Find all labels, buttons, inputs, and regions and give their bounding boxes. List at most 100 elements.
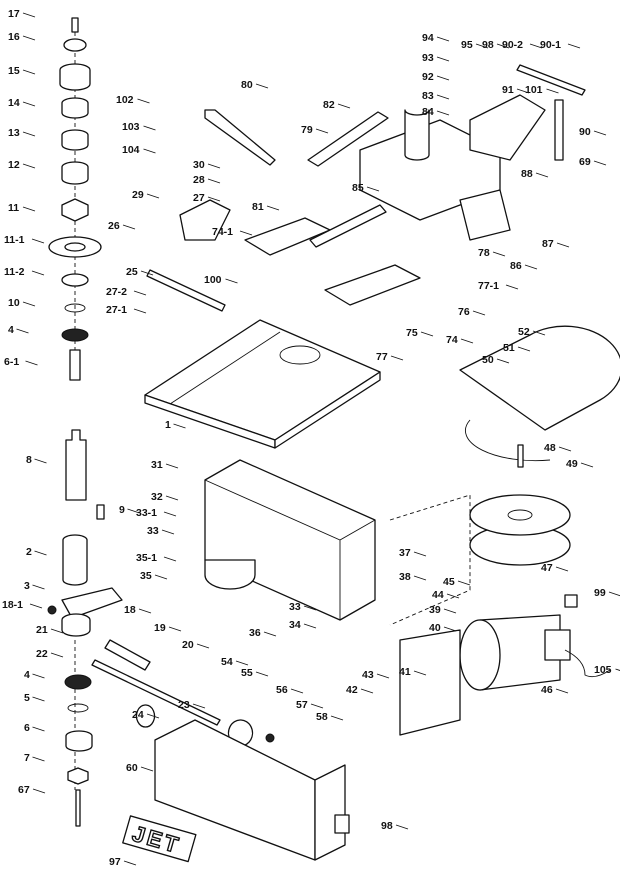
part-99-label <box>564 594 578 608</box>
leader-line <box>303 623 317 629</box>
part-label: 31 <box>151 459 163 471</box>
part-label: 41 <box>399 666 411 678</box>
leader-line <box>395 824 409 830</box>
part-label: 56 <box>276 684 288 696</box>
part-label: 22 <box>36 648 48 660</box>
part-label: 10 <box>8 297 20 309</box>
leader-line <box>436 36 450 42</box>
part-7-nut <box>67 767 89 785</box>
part-label: 76 <box>458 306 470 318</box>
leader-line <box>168 626 182 632</box>
part-31-base <box>204 459 376 621</box>
leader-line <box>173 423 186 429</box>
leader-line <box>496 358 510 364</box>
leader-line <box>420 331 434 337</box>
leader-line <box>263 631 277 637</box>
part-label: 24 <box>132 709 144 721</box>
part-label: 15 <box>8 65 20 77</box>
leader-line <box>516 88 530 94</box>
leader-line <box>532 330 546 336</box>
part-90-post <box>554 99 564 161</box>
part-18-gear-shaft <box>104 639 151 671</box>
leader-line <box>255 671 269 677</box>
part-label: 77-1 <box>478 280 499 292</box>
part-26-housing <box>179 199 231 241</box>
part-label: 38 <box>399 571 411 583</box>
leader-line <box>390 355 404 361</box>
part-label: 11-2 <box>4 266 25 278</box>
part-6-cap <box>65 730 93 752</box>
leader-line <box>154 574 168 580</box>
leader-line <box>207 196 221 202</box>
part-label: 32 <box>151 491 163 503</box>
part-label: 79 <box>301 124 313 136</box>
leader-line <box>555 566 569 572</box>
part-23-gear <box>135 704 156 728</box>
leader-line <box>22 35 36 41</box>
leader-line <box>529 43 543 49</box>
leader-line <box>25 360 38 366</box>
part-label: 75 <box>406 327 418 339</box>
leader-line <box>22 101 36 107</box>
leader-line <box>446 593 460 599</box>
leader-line <box>22 206 36 212</box>
part-label: 11-1 <box>4 234 25 246</box>
part-label: 51 <box>503 342 515 354</box>
part-1-table-top <box>144 319 381 441</box>
leader-line <box>143 125 156 131</box>
part-label: 13 <box>8 127 20 139</box>
leader-line <box>496 43 510 49</box>
part-label: 7 <box>24 752 30 764</box>
part-label: 43 <box>362 669 374 681</box>
motor-junction-box <box>544 629 571 661</box>
part-label: 23 <box>178 699 190 711</box>
part-label: 103 <box>122 121 140 133</box>
part-label: 84 <box>422 106 434 118</box>
part-11-nut <box>61 198 89 222</box>
part-48-key <box>517 444 524 468</box>
guide-assembly <box>146 64 586 312</box>
leader-line <box>163 556 177 562</box>
part-17-screw <box>71 17 79 33</box>
part-label: 37 <box>399 547 411 559</box>
leader-line <box>32 673 45 679</box>
part-label: 54 <box>221 656 233 668</box>
part-label: 1 <box>165 419 171 431</box>
part-12-bushing <box>61 161 89 185</box>
part-label: 101 <box>525 84 543 96</box>
part-label: 49 <box>566 458 578 470</box>
part-6-1-shaft <box>69 349 81 381</box>
leader-line <box>22 12 36 18</box>
part-label: 97 <box>109 856 121 868</box>
part-label: 35-1 <box>136 552 157 564</box>
part-57-washer <box>265 733 275 743</box>
leader-line <box>366 186 380 192</box>
part-9-key <box>96 504 105 520</box>
leader-line <box>436 94 450 100</box>
part-label: 34 <box>289 619 301 631</box>
leader-line <box>34 458 47 464</box>
leader-line <box>32 584 45 590</box>
part-label: 98 <box>381 820 393 832</box>
leader-line <box>436 110 450 116</box>
leader-line <box>22 69 36 75</box>
leader-line <box>133 308 147 314</box>
leader-line <box>413 551 427 557</box>
leader-line <box>457 580 471 586</box>
base-frame <box>204 459 471 626</box>
part-label: 48 <box>544 442 556 454</box>
part-11-2-washer <box>61 273 89 287</box>
part-label: 3 <box>24 580 30 592</box>
leader-line <box>207 163 221 169</box>
part-label: 69 <box>579 156 591 168</box>
leader-line <box>225 278 238 284</box>
leader-line <box>146 713 160 719</box>
part-label: 21 <box>36 624 48 636</box>
part-label: 29 <box>132 189 144 201</box>
leader-line <box>165 463 179 469</box>
part-label: 102 <box>116 94 134 106</box>
part-67-bolt <box>75 789 81 827</box>
part-label: 33 <box>147 525 159 537</box>
leader-line <box>567 43 581 49</box>
part-label: 98 <box>482 39 494 51</box>
